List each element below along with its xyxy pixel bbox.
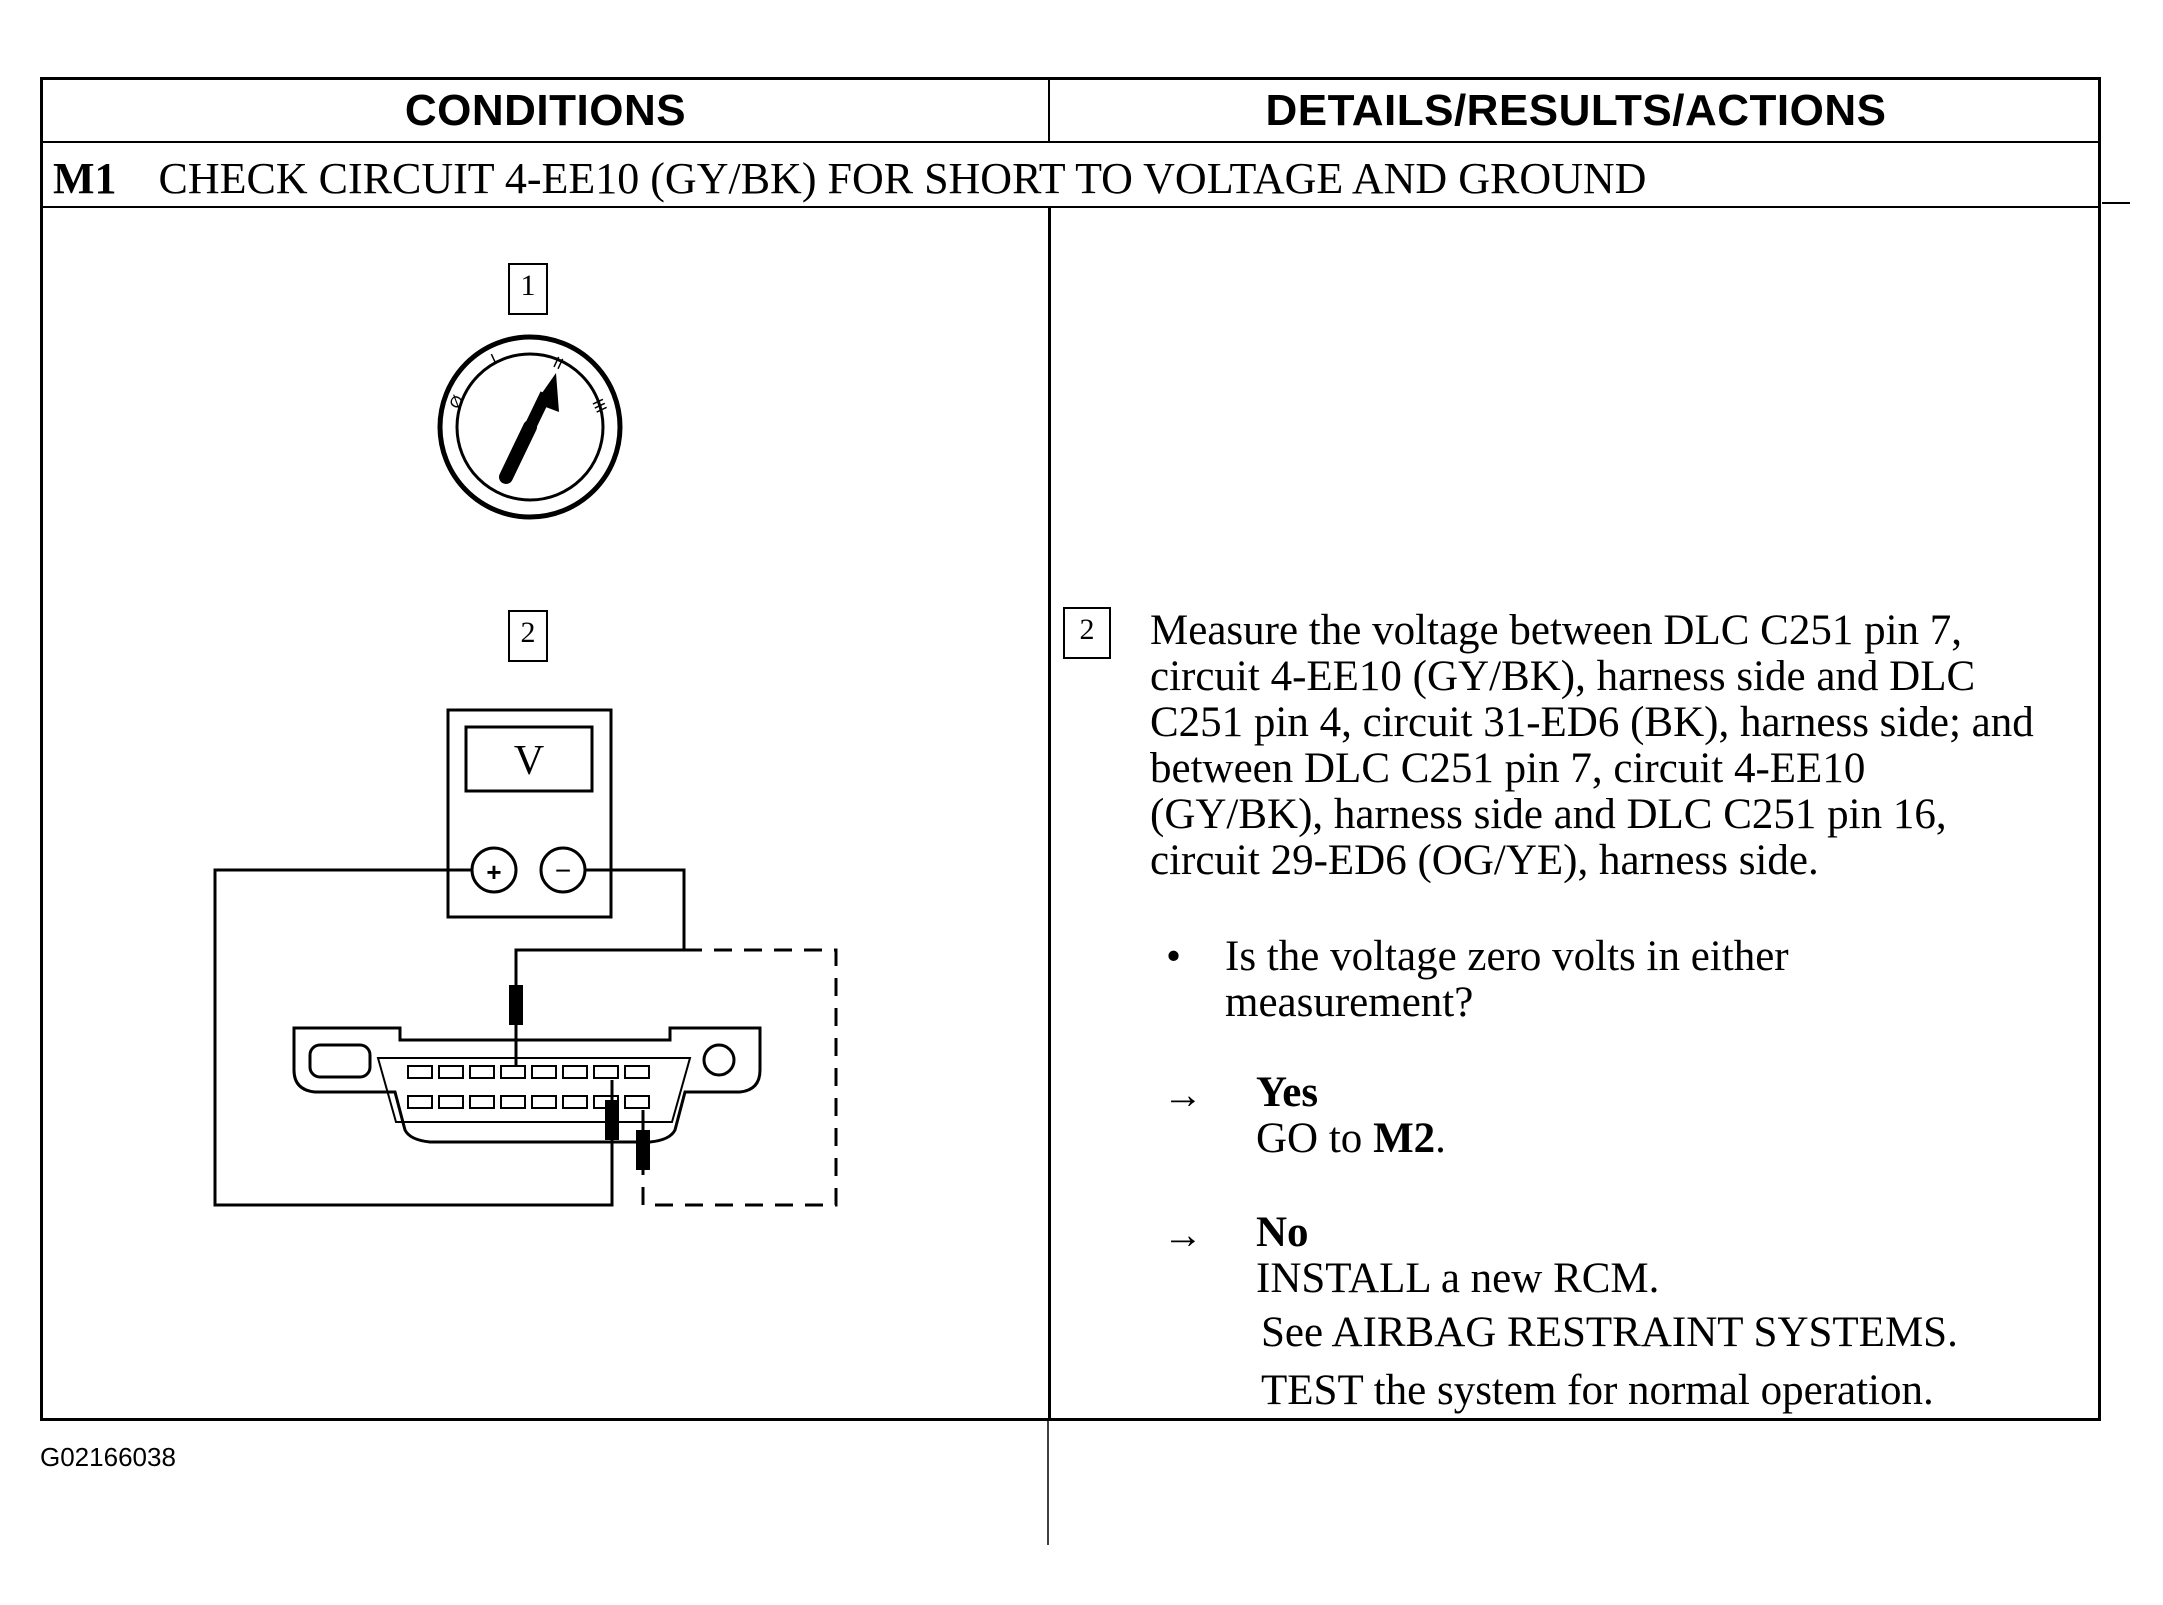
question-text: Is the voltage zero volts in either meas… (1225, 934, 2085, 1026)
conditions-header: CONDITIONS (404, 86, 687, 135)
test-probes (509, 985, 650, 1170)
diagnostic-table: CONDITIONS DETAILS/RESULTS/ACTIONS M1 CHE… (40, 77, 2101, 1421)
test-leads (213, 868, 686, 1207)
no-label: No (1256, 1209, 1309, 1256)
yes-action-suffix: . (1435, 1115, 1446, 1162)
body-column-divider (1048, 206, 1051, 1418)
figure-id: G02166038 (40, 1442, 176, 1472)
instruction-line: circuit 4-EE10 (GY/BK), harness side and… (1150, 653, 1976, 700)
meter-display-label: V (514, 738, 544, 784)
details-step-box: 2 (1063, 607, 1111, 659)
ignition-position-1: I (489, 351, 500, 368)
yes-label: Yes (1256, 1069, 1319, 1116)
title-divider (43, 206, 2098, 208)
no-arrow-icon: → (1163, 1212, 1203, 1257)
question-line: Is the voltage zero volts in either (1225, 933, 1789, 980)
bullet-icon: • (1166, 933, 1182, 980)
details-header: DETAILS/RESULTS/ACTIONS (1265, 86, 1887, 135)
step-id: M1 (53, 154, 117, 203)
voltmeter-icon: V + − (446, 708, 613, 919)
no-action-line: INSTALL a new RCM. (1256, 1255, 1660, 1302)
instruction-line: between DLC C251 pin 7, circuit 4-EE10 (1150, 745, 1866, 792)
ignition-position-3: III (588, 397, 609, 416)
step-title-row: M1 CHECK CIRCUIT 4-EE10 (GY/BK) FOR SHORT… (53, 150, 1646, 208)
yes-action-target: M2 (1373, 1115, 1436, 1162)
step-2-box: 2 (508, 610, 548, 662)
instruction-line: Measure the voltage between DLC C251 pin… (1150, 607, 1963, 654)
yes-action-prefix: GO to (1256, 1115, 1374, 1162)
instruction-line: circuit 29-ED6 (OG/YE), harness side. (1150, 837, 1819, 884)
header-divider (43, 141, 2098, 143)
meter-plus-terminal: + (486, 857, 501, 887)
yes-action: GO to M2. (1256, 1116, 2056, 1162)
meter-minus-terminal: − (555, 855, 571, 886)
step-title: CHECK CIRCUIT 4-EE10 (GY/BK) FOR SHORT T… (158, 154, 1647, 203)
instruction-line: (GY/BK), harness side and DLC C251 pin 1… (1150, 791, 1947, 838)
ignition-switch-icon: Ø I II III (437, 334, 623, 520)
yes-result: Yes GO to M2. (1256, 1070, 2056, 1162)
step-1-box: 1 (508, 263, 548, 315)
no-action-line: See AIRBAG RESTRAINT SYSTEMS. (1261, 1309, 1958, 1356)
instruction-line: C251 pin 4, circuit 31-ED6 (BK), harness… (1150, 699, 2034, 746)
no-result: No INSTALL a new RCM. See AIRBAG RESTRAI… (1256, 1210, 2096, 1414)
dlc-connector-icon (292, 1026, 762, 1144)
header-column-divider (1048, 80, 1050, 142)
dashed-jumper (514, 948, 838, 1207)
yes-arrow-icon: → (1163, 1072, 1203, 1117)
details-instructions: Measure the voltage between DLC C251 pin… (1150, 608, 2090, 884)
question-line: measurement? (1225, 979, 1474, 1026)
no-action-line: TEST the system for normal operation. (1261, 1367, 1934, 1414)
